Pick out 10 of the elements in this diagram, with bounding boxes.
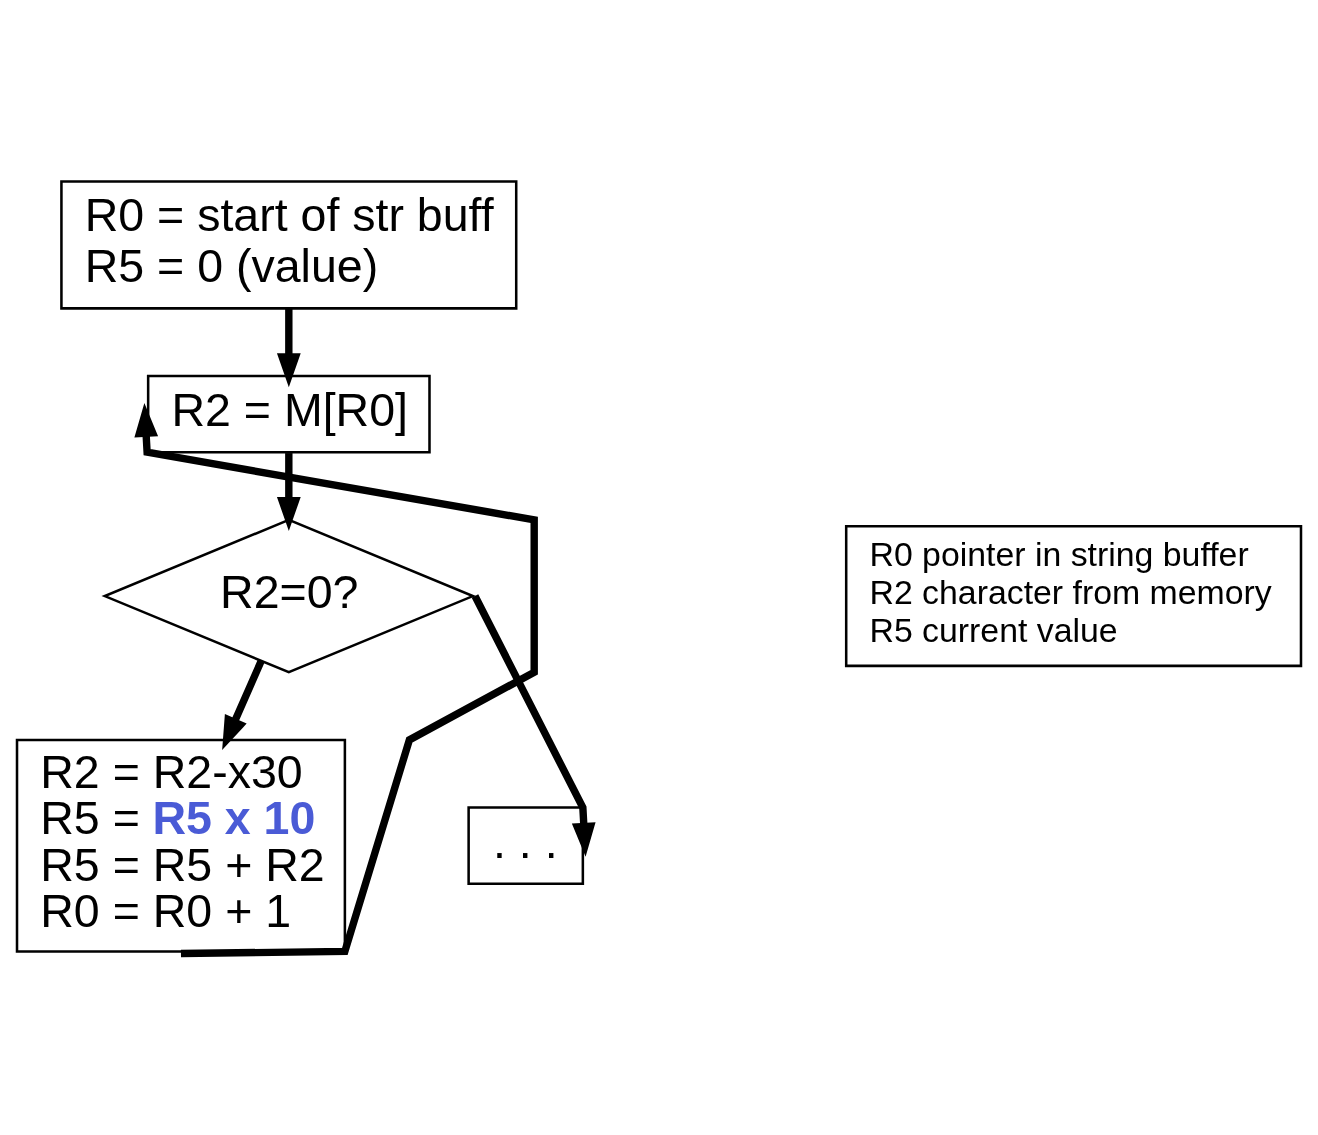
node-box: R0 pointer in string buffer R2 character from memory R5 current value bbox=[844, 525, 1303, 668]
node-box: R2 = R2-x30 R5 = R5 x 10 R5 = R5 + R2 R0 = R0 + 1 bbox=[15, 738, 347, 953]
arrow bbox=[471, 594, 596, 857]
arrow bbox=[134, 402, 538, 958]
node-box: R2 = M[R0] bbox=[146, 374, 431, 454]
node-box: . . . bbox=[467, 806, 585, 885]
arrow bbox=[276, 308, 301, 388]
arrow bbox=[222, 659, 265, 750]
node-diamond: R2=0? bbox=[101, 518, 477, 674]
node-box: R0 = start of str buff R5 = 0 (value) bbox=[60, 180, 518, 310]
